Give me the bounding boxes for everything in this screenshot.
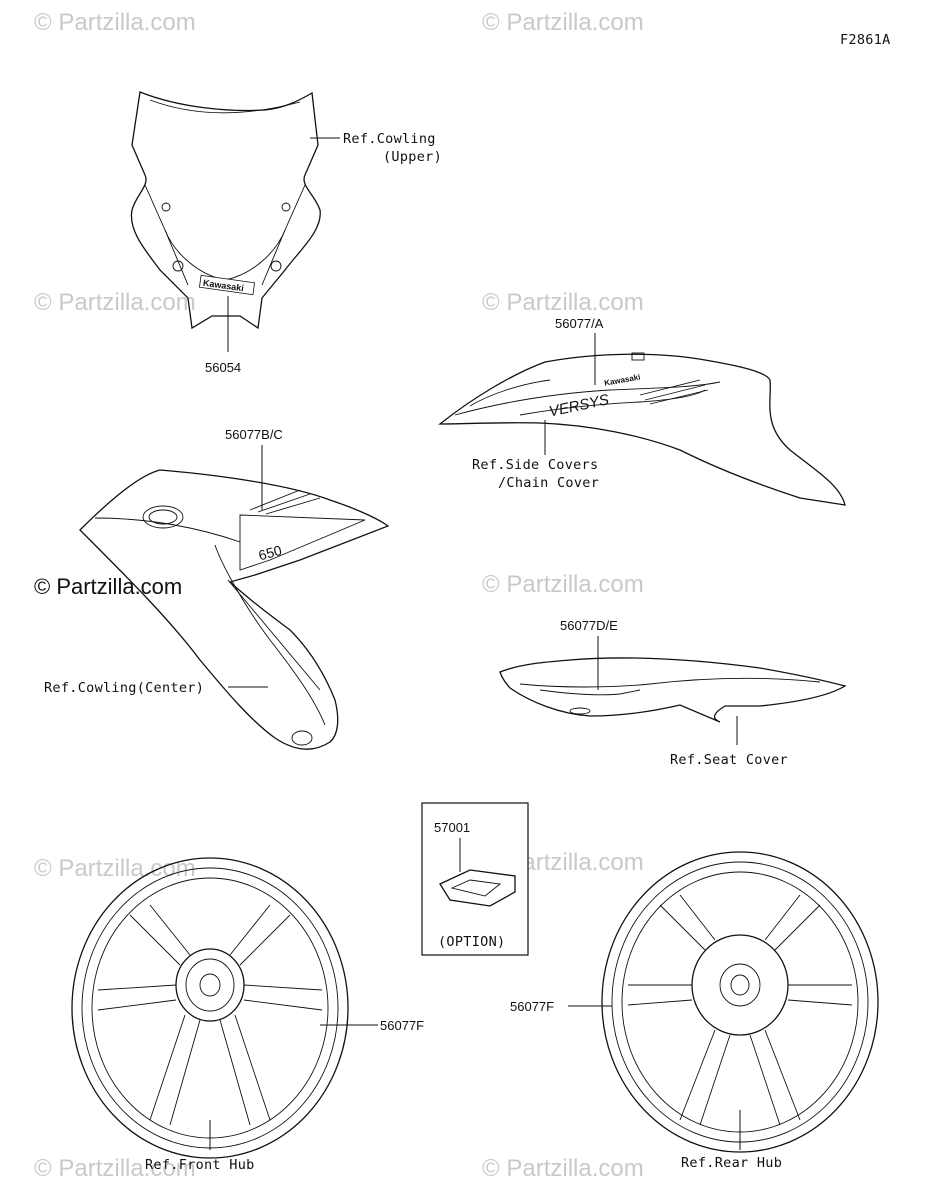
watermark-text: © Partzilla.com <box>34 289 196 316</box>
side-cover-drawing: Kawasaki VERSYS <box>438 352 846 506</box>
ref-cowling-upper-label: Ref.Cowling <box>343 131 436 147</box>
front-wheel-drawing <box>71 857 349 1159</box>
option-kit-box: 57001 (OPTION) <box>421 802 529 956</box>
windscreen-brand-text: Kawasaki <box>202 278 244 294</box>
ref-seat-cover-label: Ref.Seat Cover <box>670 752 788 768</box>
rear-wheel-drawing <box>601 851 879 1153</box>
seat-cover-drawing <box>499 657 847 723</box>
watermarks: © Partzilla.com © Partzilla.com © Partzi… <box>34 9 644 1182</box>
option-note: (OPTION) <box>438 934 505 950</box>
side-cover-model-text: VERSYS <box>547 391 610 420</box>
watermark-text: © Partzilla.com <box>482 571 644 598</box>
ref-front-hub-label: Ref.Front Hub <box>145 1157 255 1173</box>
watermark-text: © Partzilla.com <box>482 1155 644 1182</box>
tank-engine-text: 650 <box>257 542 284 564</box>
part-number-56077de: 56077D/E <box>560 618 618 633</box>
part-number-56077f-rear: 56077F <box>510 999 554 1014</box>
ref-cowling-upper-label: (Upper) <box>383 149 442 165</box>
watermark-text: © Partzilla.com <box>482 289 644 316</box>
part-number-56077bc: 56077B/C <box>225 427 283 442</box>
ref-cowling-center-label: Ref.Cowling(Center) <box>44 680 204 696</box>
part-number-56077a: 56077/A <box>555 316 604 331</box>
part-number-56054: 56054 <box>205 360 241 375</box>
center-cowling-drawing: 650 <box>79 469 390 750</box>
windscreen-drawing: Kawasaki <box>130 91 321 330</box>
figure-code: F2861A <box>840 32 891 48</box>
side-cover-brand-text: Kawasaki <box>604 373 641 388</box>
watermark-text: © Partzilla.com <box>34 1155 196 1182</box>
part-number-56077f-front: 56077F <box>380 1018 424 1033</box>
ref-rear-hub-label: Ref.Rear Hub <box>681 1155 782 1171</box>
ref-side-covers-label: /Chain Cover <box>498 475 599 491</box>
part-number-57001: 57001 <box>434 820 470 835</box>
watermark-text: © Partzilla.com <box>34 574 182 599</box>
watermark-text: © Partzilla.com <box>482 9 644 36</box>
ref-side-covers-label: Ref.Side Covers <box>472 457 598 473</box>
watermark-text: © Partzilla.com <box>34 9 196 36</box>
watermark-text: © Partzilla.com <box>34 855 196 882</box>
